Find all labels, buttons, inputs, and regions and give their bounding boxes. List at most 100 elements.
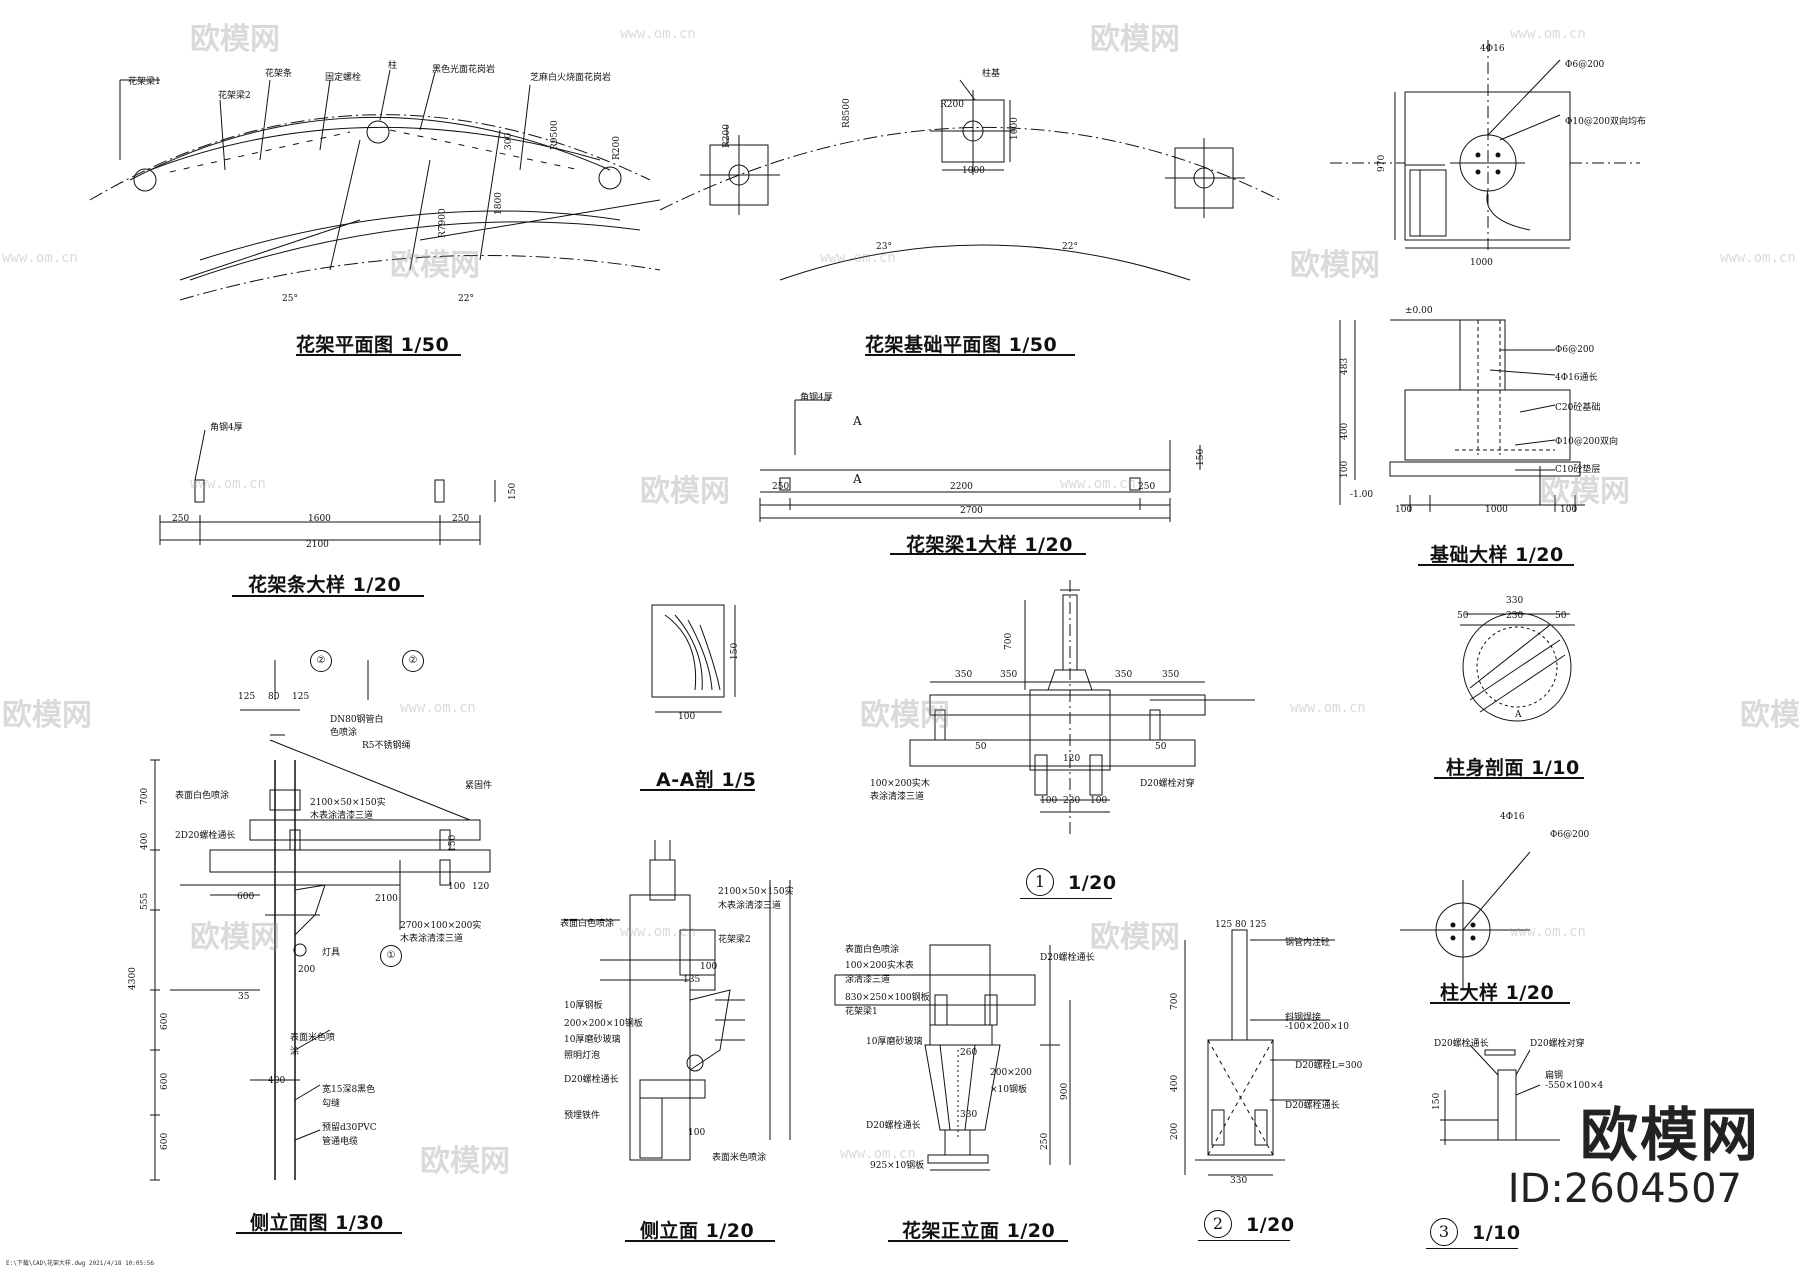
sm-35: 35	[238, 992, 250, 1002]
fd-1000: 1000	[1485, 505, 1508, 515]
side-woodb: 木表涂清漆三道	[718, 901, 782, 911]
plan-label-column: 柱	[388, 61, 398, 71]
plan-label-sesame-white: 芝麻白火烧面花岗岩	[530, 73, 612, 83]
foundation-plan-r200a: R200	[722, 124, 732, 148]
fd-minus: -1.00	[1350, 490, 1374, 500]
plan-label-beam1: 花架梁1	[128, 77, 161, 87]
sm-dn80: DN80钢管白	[330, 715, 384, 725]
beam1-section-mark: A	[853, 414, 862, 428]
front-900: 900	[1060, 1082, 1070, 1100]
watermark-url: www.om.cn	[620, 924, 696, 940]
plan-label-strip: 花架条	[265, 69, 293, 79]
sm-600c: 600	[160, 1132, 170, 1150]
d2-200: 200	[1170, 1122, 1180, 1140]
watermark-url: www.om.cn	[2, 250, 78, 266]
side-embed: 预埋铁件	[564, 1111, 601, 1121]
foundation-top-stirrup: Φ6@200	[1565, 60, 1605, 70]
watermark-url: www.om.cn	[1060, 476, 1136, 492]
fd-400: 400	[1340, 422, 1350, 440]
title-underline	[232, 595, 424, 597]
front-260: 260	[960, 1048, 978, 1058]
title-underline	[640, 789, 755, 791]
side-white: 表面白色喷涂	[560, 919, 615, 929]
front-plate2: ×10钢板	[990, 1085, 1027, 1095]
watermark-url: www.om.cn	[840, 1146, 916, 1162]
watermark: 欧模网	[1090, 22, 1180, 57]
side-lamp: 照明灯泡	[564, 1051, 601, 1061]
fd-483: 483	[1340, 357, 1350, 375]
detail-3-marker: 3	[1430, 1218, 1458, 1246]
brand-id: ID:2604507	[1507, 1166, 1742, 1212]
fd-c10: C10砼垫层	[1555, 465, 1601, 475]
strip-1600: 1600	[308, 514, 331, 524]
sm-80: 80	[268, 692, 280, 702]
fd-zero: ±0.00	[1405, 306, 1433, 316]
beam1-section-mark: A	[853, 472, 862, 486]
title-underline	[1430, 1002, 1570, 1004]
front-plate: 200×200	[990, 1068, 1032, 1078]
fd-c20: C20砼基础	[1555, 403, 1601, 413]
watermark-url: www.om.cn	[1510, 924, 1586, 940]
watermark: 欧模网	[190, 22, 280, 57]
sm-groove: 宽15深8黑色	[322, 1085, 376, 1095]
sm-200: 200	[298, 965, 316, 975]
ref-circle-1: ①	[380, 945, 402, 967]
side-wood: 2100×50×150实	[718, 887, 794, 897]
foundation-plan-1000b: 1000	[1010, 117, 1020, 140]
sm-100: 100	[448, 882, 466, 892]
watermark: 欧模网	[390, 248, 480, 283]
sm-125a: 125	[238, 692, 256, 702]
d1-350c: 350	[1115, 670, 1133, 680]
sm-wood2: 2700×100×200实	[400, 921, 482, 931]
d2-700: 700	[1170, 992, 1180, 1010]
col-detail-stirrup: Φ6@200	[1550, 830, 1590, 840]
beam1-2200: 2200	[950, 482, 973, 492]
sm-groove2: 勾缝	[322, 1099, 341, 1109]
watermark: 欧模网	[1290, 248, 1380, 283]
sm-r5: R5不锈钢绳	[362, 741, 411, 751]
front-bolt2: D20螺栓通长	[866, 1121, 921, 1131]
sm-600: 600	[237, 892, 255, 902]
side-plate10: 10厚钢板	[564, 1001, 603, 1011]
plan-label-22deg: 22°	[458, 294, 474, 304]
title-detail-2-scale: 1/20	[1246, 1214, 1295, 1236]
foundation-plan-1000a: 1000	[962, 166, 985, 176]
watermark-url: www.om.cn	[620, 26, 696, 42]
sm-dn80b: 色喷涂	[330, 728, 358, 738]
title-underline	[888, 1240, 1068, 1242]
watermark: 欧模网	[2, 698, 92, 733]
side-135: 135	[683, 975, 701, 985]
sm-150: 150	[448, 834, 458, 852]
d1-350d: 350	[1162, 670, 1180, 680]
sm-555: 555	[140, 892, 150, 910]
colsec-50a: 50	[1457, 611, 1469, 621]
side-100b: 100	[688, 1128, 706, 1138]
sm-700: 700	[140, 787, 150, 805]
plan-label-beam2: 花架梁2	[218, 91, 251, 101]
colsec-a: A	[1515, 710, 1522, 720]
front-330: 330	[960, 1110, 978, 1120]
detail-2-marker: 2	[1204, 1210, 1232, 1238]
d1-50a: 50	[975, 742, 987, 752]
sm-400: 400	[268, 1076, 286, 1086]
strip-angle: 角钢4厚	[210, 423, 243, 433]
title-column-section: 柱身剖面 1/10	[1446, 757, 1580, 779]
foundation-plan-col-base: 柱基	[982, 69, 1001, 79]
d2-pipe: 钢管内注砼	[1285, 938, 1331, 948]
detail-1-marker: 1	[1026, 868, 1054, 896]
title-underline	[1020, 898, 1112, 899]
d3-flat2: -550×100×4	[1545, 1081, 1604, 1091]
sm-600b: 600	[160, 1072, 170, 1090]
side-paint: 表面米色喷涂	[712, 1153, 767, 1163]
beam1-2700: 2700	[960, 506, 983, 516]
colsec-230: 230	[1506, 611, 1524, 621]
d3-flat: 扁钢	[1545, 1071, 1564, 1081]
front-beam1: 花架梁1	[845, 1007, 878, 1017]
sm-4300: 4300	[128, 967, 138, 990]
sm-paint: 表面米色喷	[290, 1033, 336, 1043]
watermark: 欧模网	[1540, 474, 1630, 509]
title-underline	[625, 1240, 775, 1242]
plan-label-fix-bolt: 固定螺栓	[325, 73, 362, 83]
